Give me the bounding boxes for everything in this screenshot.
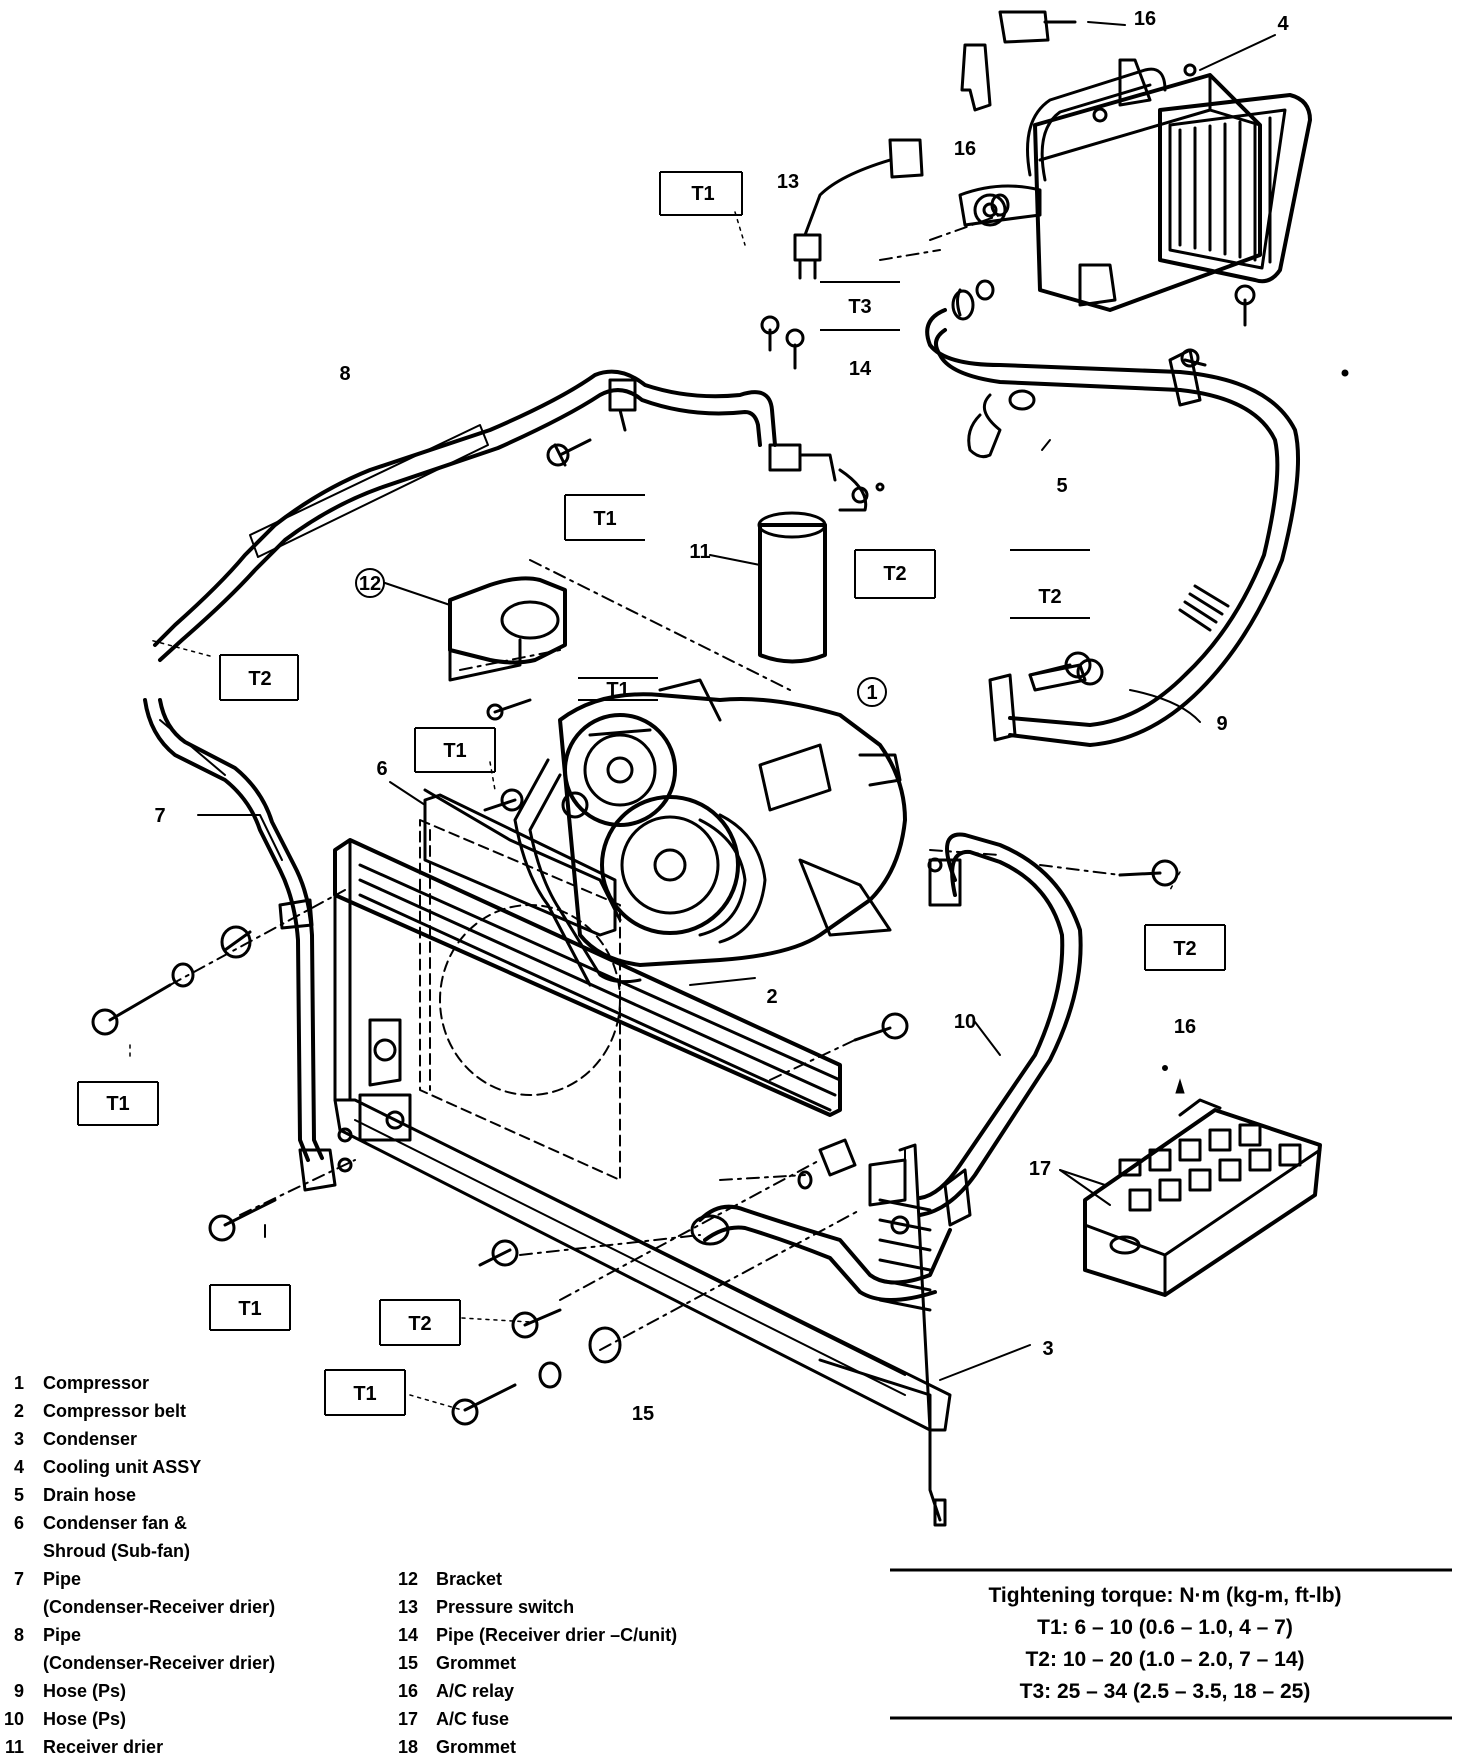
legend-number: 16 (398, 1681, 418, 1701)
callout-5: 5 (1056, 475, 1067, 497)
legend-number: 14 (398, 1625, 418, 1645)
legend-text: Grommet (436, 1653, 516, 1673)
torque-box-t1: T1 (353, 1383, 376, 1405)
pipe-7 (143, 698, 337, 1192)
torque-table: Tightening torque: N·m (kg-m, ft-lb) T1:… (890, 1568, 1452, 1720)
callout-6: 6 (376, 758, 387, 780)
legend-text: A/C relay (436, 1681, 514, 1701)
legend-text: Receiver drier (43, 1737, 163, 1756)
legend-number: 17 (398, 1709, 418, 1729)
condenser-outlet-pipe (690, 1138, 952, 1302)
torque-box-t2: T2 (1038, 586, 1061, 608)
legend-text: Shroud (Sub-fan) (43, 1541, 190, 1561)
legend-number: 5 (14, 1485, 24, 1505)
torque-table-row: T2: 10 – 20 (1.0 – 2.0, 7 – 14) (1025, 1648, 1304, 1671)
legend-text: Compressor (43, 1373, 149, 1393)
legend-text: Cooling unit ASSY (43, 1457, 201, 1477)
callout-16: 16 (954, 138, 976, 160)
legend-number: 9 (14, 1681, 24, 1701)
bracket (448, 576, 567, 682)
callout-1: 1 (866, 682, 877, 704)
torque-box-t1: T1 (106, 1093, 129, 1115)
hose-10 (918, 832, 1083, 1227)
torque-table-title: Tightening torque: N·m (kg-m, ft-lb) (988, 1584, 1341, 1607)
callout-16: 16 (1134, 8, 1156, 30)
callout-14: 14 (849, 358, 872, 380)
torque-box-t2: T2 (1173, 938, 1196, 960)
fuse-box (1083, 1098, 1322, 1297)
callout-10: 10 (954, 1011, 976, 1033)
legend-number: 3 (14, 1429, 24, 1449)
legend-text: Pipe (43, 1625, 81, 1645)
legend-text: Compressor belt (43, 1401, 186, 1421)
legend-text: Condenser fan & (43, 1513, 187, 1533)
pipe-8 (153, 369, 777, 662)
legend-text: Grommet (436, 1737, 516, 1756)
hose-9 (988, 348, 1300, 747)
legend-text: Pipe (43, 1569, 81, 1589)
legend-text: Hose (Ps) (43, 1681, 126, 1701)
torque-table-row: T1: 6 – 10 (0.6 – 1.0, 4 – 7) (1037, 1616, 1293, 1639)
torque-box-t2: T2 (408, 1313, 431, 1335)
legend-number: 15 (398, 1653, 418, 1673)
legend-text: (Condenser-Receiver drier) (43, 1653, 275, 1673)
legend-number: 18 (398, 1737, 418, 1756)
legend-number: 6 (14, 1513, 24, 1533)
torque-box-t1: T1 (238, 1298, 261, 1320)
pressure-switch (793, 138, 924, 280)
callout-11: 11 (689, 541, 710, 563)
torque-box-t1: T1 (606, 679, 629, 701)
legend-number: 12 (398, 1569, 418, 1589)
legend-number: 13 (398, 1597, 418, 1617)
legend-text: Hose (Ps) (43, 1709, 126, 1729)
legend-text: Pressure switch (436, 1597, 574, 1617)
callout-9: 9 (1216, 713, 1227, 735)
torque-box-t2: T2 (883, 563, 906, 585)
callout-17: 17 (1029, 1158, 1051, 1180)
torque-table-row: T3: 25 – 34 (2.5 – 3.5, 18 – 25) (1020, 1680, 1311, 1703)
torque-boxes (77, 171, 1226, 1416)
receiver-drier (757, 443, 885, 664)
torque-box-t1: T1 (593, 508, 616, 530)
cooling-unit (958, 58, 1312, 312)
callout-7: 7 (154, 805, 165, 827)
legend-text: Drain hose (43, 1485, 136, 1505)
ac-relay-top (960, 10, 1077, 112)
callout-4: 4 (1277, 13, 1289, 35)
legend-number: 8 (14, 1625, 24, 1645)
callout-13: 13 (777, 171, 799, 193)
legend-text: Pipe (Receiver drier –C/unit) (436, 1625, 677, 1645)
legend-number: 11 (5, 1737, 24, 1756)
legend-text: Condenser (43, 1429, 137, 1449)
legend-number: 4 (14, 1457, 24, 1477)
callout-15: 15 (632, 1403, 654, 1425)
legend-text: Bracket (436, 1569, 502, 1589)
callout-8: 8 (339, 363, 350, 385)
condenser (333, 788, 952, 1527)
callout-3: 3 (1042, 1338, 1053, 1360)
legend-number: 7 (14, 1569, 24, 1589)
legend-number: 1 (14, 1373, 24, 1393)
legend-text: (Condenser-Receiver drier) (43, 1597, 275, 1617)
torque-box-t1: T1 (691, 183, 714, 205)
legend-text: A/C fuse (436, 1709, 509, 1729)
bolts (91, 284, 1256, 1426)
torque-box-t1: T1 (443, 740, 466, 762)
legend-number: 10 (4, 1709, 24, 1729)
callout-12: 12 (359, 573, 381, 595)
pipe-receiver-cunit (925, 279, 1182, 459)
compressor (558, 678, 907, 967)
legend-right: 12 Bracket 13 Pressure switch 14 Pipe (Receiv… (398, 1569, 677, 1756)
torque-box-t3: T3 (848, 296, 871, 318)
torque-box-t2: T2 (248, 668, 271, 690)
callout-2: 2 (766, 986, 777, 1008)
legend-number: 2 (14, 1401, 24, 1421)
callout-16: 16 (1174, 1016, 1196, 1038)
